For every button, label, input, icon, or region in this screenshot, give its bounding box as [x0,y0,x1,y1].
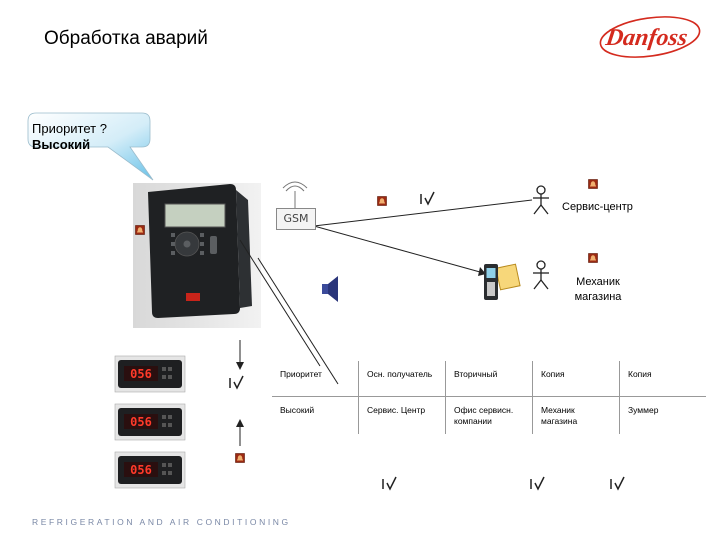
priority-table: Приоритет Осн. получатель Вторичный Копи… [272,361,706,434]
callout-text: Приоритет ? Высокий [32,121,107,153]
page-title: Обработка аварий [44,28,208,49]
table-cell: Высокий [272,396,359,434]
callout-line2: Высокий [32,137,91,152]
controller-2: 056 [114,403,186,441]
service-center-label: Сервис-центр [562,201,633,213]
svg-text:Danfoss: Danfoss [603,25,689,51]
checkmark-icon [530,476,545,490]
table-cell: Копия [619,361,706,397]
line-to-service [313,199,533,227]
svg-text:056: 056 [130,463,152,477]
table-row: Высокий Сервис. Центр Офис сервисн. комп… [272,396,706,434]
alarm-bell-icon [235,453,245,463]
table-row: Приоритет Осн. получатель Вторичный Копи… [272,361,706,397]
table-cell: Механик магазина [532,396,620,434]
arrow-up [236,419,244,446]
table-cell: Копия [532,361,620,397]
svg-text:056: 056 [130,415,152,429]
table-cell: Осн. получатель [358,361,446,397]
svg-text:056: 056 [130,367,152,381]
gsm-label: GSM [276,208,316,230]
gsm-antenna-icon [282,181,308,208]
table-cell: Офис сервисн. компании [445,396,533,434]
line-to-mechanic [313,225,481,273]
alarm-bell-icon [588,253,598,263]
table-cell: Вторичный [445,361,533,397]
callout-line1: Приоритет ? [32,121,107,136]
mechanic-person-icon [532,260,550,290]
table-cell: Сервис. Центр [358,396,446,434]
footer-text: REFRIGERATION AND AIR CONDITIONING [32,517,291,527]
alarm-bell-icon [588,179,598,189]
controller-1: 056 [114,355,186,393]
table-cell: Приоритет [272,361,359,397]
checkmark-icon [610,476,625,490]
controller-3: 056 [114,451,186,489]
mechanic-label-line2: магазина [574,291,622,303]
speaker-icon [322,276,338,302]
checkmark-icon [382,476,397,490]
checkmark-icon [229,375,244,389]
mobile-phone-icon [484,263,521,300]
alarm-bell-icon [377,196,387,206]
checkmark-icon [420,191,435,205]
danfoss-logo: Danfoss [599,16,701,58]
arrow-down [236,340,244,370]
mechanic-label: Механик магазина [566,275,630,305]
alarm-bell-icon [135,225,145,235]
service-person-icon [532,185,550,215]
alarm-unit [133,183,261,328]
mechanic-label-line1: Механик [576,276,620,288]
table-cell: Зуммер [619,396,706,434]
